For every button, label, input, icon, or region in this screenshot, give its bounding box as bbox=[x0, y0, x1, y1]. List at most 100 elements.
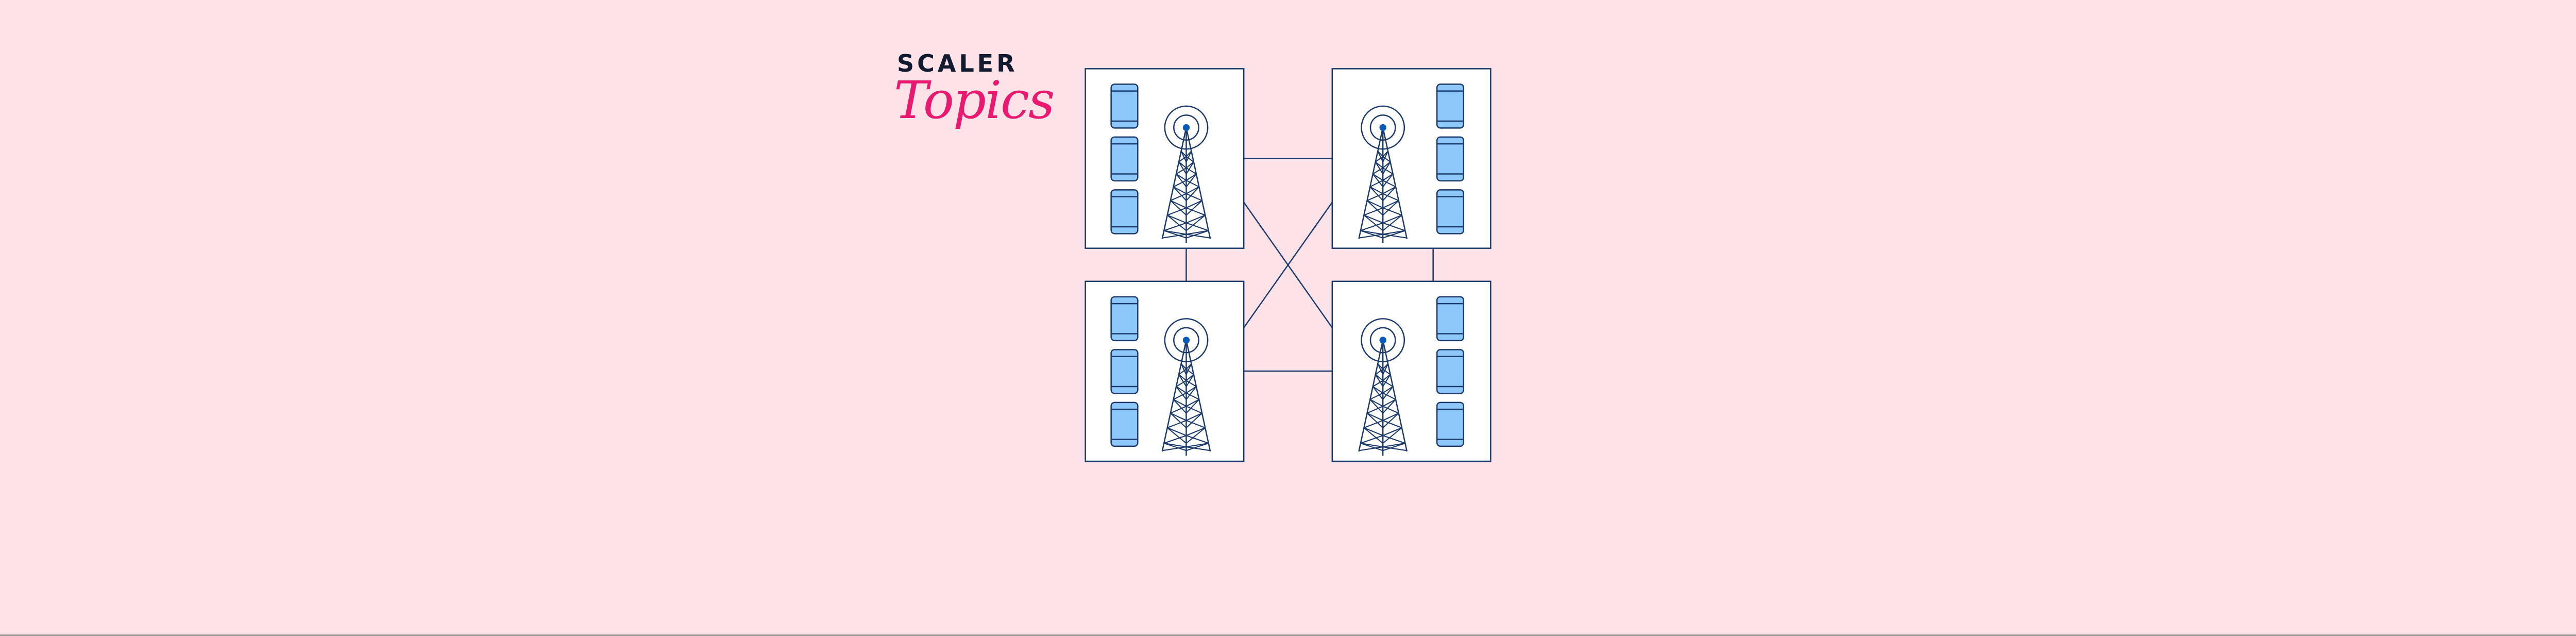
tower-brace bbox=[1185, 374, 1197, 387]
cell-top-left bbox=[1084, 68, 1245, 249]
phone-body bbox=[1110, 401, 1139, 447]
tower-brace bbox=[1185, 399, 1202, 414]
phone-icon bbox=[1110, 401, 1139, 447]
tower-brace bbox=[1178, 374, 1187, 387]
cell-bottom-left bbox=[1084, 280, 1245, 462]
tower-brace bbox=[1377, 363, 1384, 375]
tower-brace bbox=[1382, 412, 1399, 428]
cell-tower-icon bbox=[1358, 318, 1408, 456]
tower-brace bbox=[1186, 443, 1209, 451]
tower-brace bbox=[1382, 363, 1389, 375]
phone-body bbox=[1436, 296, 1465, 342]
phone-body bbox=[1436, 83, 1465, 129]
tower-brace bbox=[1184, 200, 1206, 216]
tower-brace bbox=[1377, 150, 1384, 162]
tower-brace bbox=[1167, 214, 1187, 231]
tower-leg-right bbox=[1382, 127, 1408, 239]
tower-leg-right bbox=[1185, 127, 1211, 239]
tower-brace bbox=[1163, 443, 1187, 451]
tower-brace bbox=[1382, 173, 1396, 188]
cell-bottom-right bbox=[1331, 280, 1492, 462]
tower-brace bbox=[1372, 386, 1383, 400]
tower-brace bbox=[1185, 386, 1199, 400]
tower-brace bbox=[1184, 214, 1209, 231]
tower-leg-right bbox=[1185, 340, 1211, 452]
tower-brace bbox=[1186, 230, 1210, 239]
tower-brace bbox=[1381, 412, 1402, 428]
phone-icon bbox=[1436, 349, 1465, 394]
tower-brace bbox=[1185, 173, 1199, 188]
tower-brace bbox=[1185, 412, 1202, 428]
phone-body bbox=[1110, 349, 1139, 394]
phone-body bbox=[1436, 189, 1465, 235]
antenna-dot bbox=[1182, 337, 1190, 344]
tower-brace bbox=[1173, 399, 1187, 414]
tower-brace bbox=[1382, 399, 1396, 414]
phone-body bbox=[1110, 189, 1139, 235]
tower-brace bbox=[1185, 161, 1197, 175]
tower-brace bbox=[1382, 161, 1391, 175]
tower-brace bbox=[1170, 412, 1187, 428]
cell-box bbox=[1084, 68, 1245, 249]
tower-brace bbox=[1178, 161, 1187, 175]
cell-box bbox=[1331, 280, 1492, 462]
tower-brace bbox=[1360, 443, 1383, 451]
tower-brace bbox=[1185, 150, 1194, 163]
tower-brace bbox=[1185, 374, 1194, 387]
tower-brace bbox=[1180, 150, 1187, 162]
cells bbox=[1084, 68, 1492, 462]
tower-brace bbox=[1185, 173, 1197, 188]
tower-brace bbox=[1163, 230, 1187, 239]
tower-brace bbox=[1375, 374, 1384, 387]
phone-icon bbox=[1436, 401, 1465, 447]
tower-brace bbox=[1382, 150, 1389, 162]
tower-brace bbox=[1375, 161, 1384, 175]
phone-icon bbox=[1436, 189, 1465, 235]
tower-brace bbox=[1185, 214, 1206, 231]
cell-box bbox=[1331, 68, 1492, 249]
tower-brace bbox=[1382, 173, 1394, 188]
tower-brace bbox=[1170, 200, 1187, 216]
tower-brace bbox=[1382, 427, 1402, 444]
phone-body bbox=[1110, 83, 1139, 129]
cell-tower-icon bbox=[1358, 105, 1408, 243]
phone-icon bbox=[1436, 296, 1465, 342]
tower-brace bbox=[1382, 374, 1391, 387]
tower-brace bbox=[1382, 186, 1396, 201]
tower-brace bbox=[1381, 399, 1399, 414]
tower-brace bbox=[1381, 214, 1405, 231]
logo-topics-text: Topics bbox=[894, 70, 1055, 130]
phone-icon bbox=[1110, 83, 1139, 129]
tower-brace bbox=[1176, 386, 1187, 400]
phone-icon bbox=[1436, 83, 1465, 129]
tower-brace bbox=[1185, 363, 1194, 375]
tower-brace bbox=[1185, 186, 1200, 201]
tower-brace bbox=[1382, 386, 1396, 400]
tower-brace bbox=[1185, 399, 1200, 414]
cell-box bbox=[1084, 280, 1245, 462]
tower-brace bbox=[1381, 427, 1405, 444]
phone-body bbox=[1436, 136, 1465, 182]
tower-brace bbox=[1185, 200, 1202, 216]
tower-brace bbox=[1381, 186, 1399, 202]
tower-brace bbox=[1382, 386, 1394, 400]
tower-brace bbox=[1382, 214, 1402, 231]
phone-body bbox=[1110, 296, 1139, 342]
tower-brace bbox=[1382, 150, 1391, 163]
tower-brace bbox=[1360, 230, 1383, 239]
tower-brace bbox=[1382, 442, 1407, 451]
tower-leg-left bbox=[1161, 127, 1187, 239]
tower-brace bbox=[1184, 412, 1206, 428]
phone-icon bbox=[1110, 296, 1139, 342]
tower-brace bbox=[1382, 200, 1399, 216]
tower-brace bbox=[1382, 363, 1391, 375]
tower-brace bbox=[1369, 186, 1383, 201]
tower-brace bbox=[1167, 427, 1187, 444]
phone-icon bbox=[1110, 189, 1139, 235]
tower-brace bbox=[1382, 230, 1407, 239]
cell-tower-icon bbox=[1161, 318, 1211, 456]
tower-brace bbox=[1372, 173, 1383, 188]
logo-scaler-text: SCALER bbox=[897, 49, 1018, 77]
tower-brace bbox=[1185, 186, 1202, 202]
tower-brace bbox=[1186, 230, 1209, 239]
